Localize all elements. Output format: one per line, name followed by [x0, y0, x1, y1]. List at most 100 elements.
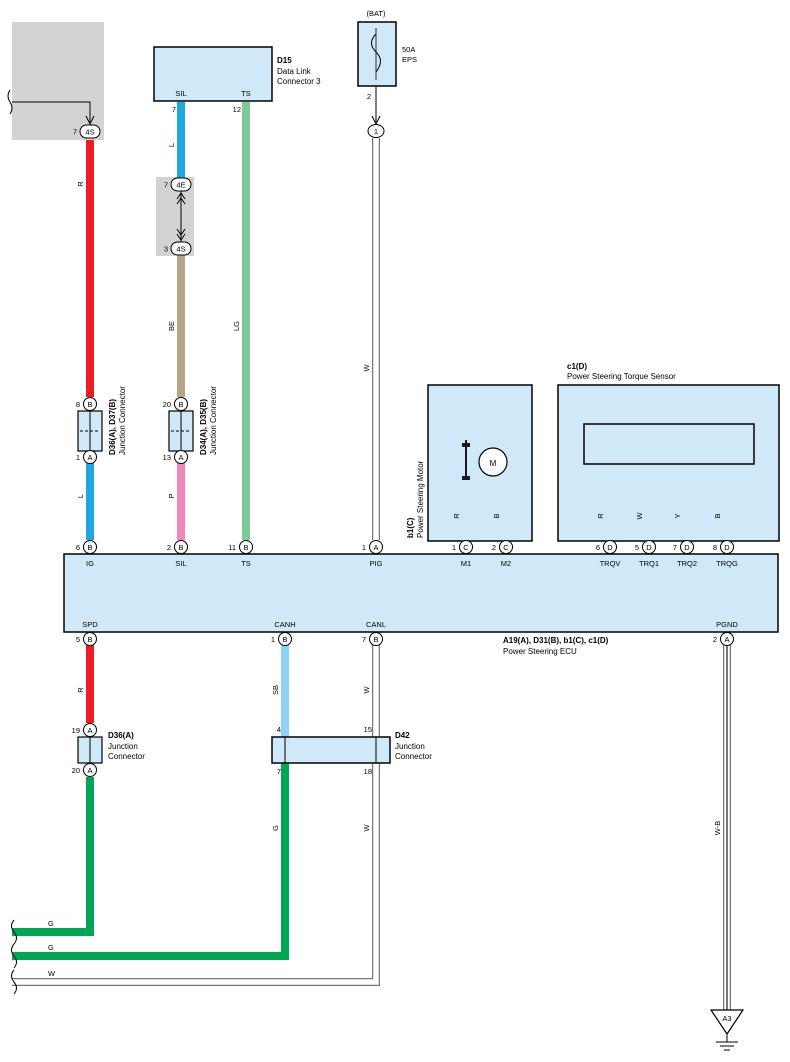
svg-text:3: 3	[164, 245, 168, 254]
svg-text:D: D	[646, 543, 652, 552]
svg-text:B: B	[87, 400, 92, 409]
svg-text:7: 7	[164, 181, 168, 190]
svg-text:A: A	[87, 766, 92, 775]
ecu-pin-name-top-3: PIG	[370, 559, 383, 568]
svg-text:5: 5	[635, 543, 639, 552]
ecu-box	[63, 553, 779, 633]
svg-text:1: 1	[362, 543, 366, 552]
jc-d42: 4 15 7 18 D42 Junction Connector	[271, 725, 432, 776]
svg-text:D: D	[607, 543, 613, 552]
svg-text:D34(A), D35(B): D34(A), D35(B)	[199, 399, 208, 455]
svg-text:A: A	[87, 726, 92, 735]
torque-sensor-name: Power Steering Torque Sensor	[567, 372, 676, 381]
svg-text:7: 7	[73, 128, 77, 137]
label-b-m2: B	[492, 513, 501, 518]
label-l-ig: L	[76, 494, 85, 498]
d15-pin-ts: TS	[241, 89, 251, 98]
ecu-pin-name-top-6: TRQV	[600, 559, 621, 568]
ecu-pin-name-top-0: IG	[86, 559, 94, 568]
fuse-rating: 50A	[402, 45, 415, 54]
svg-text:4: 4	[277, 725, 281, 734]
svg-text:7: 7	[277, 767, 281, 776]
svg-text:6: 6	[76, 543, 80, 552]
motor-name: Power Steering Motor	[416, 460, 425, 538]
ecu-pin-name-bottom-1: CANH	[274, 620, 295, 629]
d15-pin-sil: SIL	[175, 89, 186, 98]
d15-name-line1: Data Link	[277, 67, 312, 76]
svg-text:20: 20	[163, 400, 171, 409]
wire-break-g1	[11, 919, 17, 945]
svg-text:Connector: Connector	[395, 752, 432, 761]
svg-text:5: 5	[76, 635, 80, 644]
label-r-spd: R	[76, 687, 85, 693]
ecu-pin-name-bottom-0: SPD	[82, 620, 98, 629]
connector-4s-mid: 4S 3	[164, 241, 192, 256]
label-g-out2: G	[48, 943, 54, 952]
svg-text:D36(A), D37(B): D36(A), D37(B)	[108, 399, 117, 455]
connector-4e-4s-link	[176, 191, 186, 242]
motor-id: b1(C)	[406, 517, 415, 538]
label-lg-ts: LG	[232, 321, 241, 331]
motor-m-symbol	[462, 443, 470, 480]
svg-text:B: B	[243, 543, 248, 552]
ecu-pin-name-top-7: TRQ1	[639, 559, 659, 568]
label-w-canl-upper: W	[362, 686, 371, 694]
svg-text:1: 1	[374, 127, 378, 136]
label-r-ig: R	[76, 181, 85, 187]
jc-d36a: A 19 A 20 D36(A) Junction Connector	[72, 723, 145, 777]
jc-d36-d37: B 8 A 1 D36(A), D37(B) Junction Connecto…	[76, 386, 127, 464]
svg-text:Connector: Connector	[108, 752, 145, 761]
svg-text:C: C	[463, 543, 469, 552]
svg-text:7: 7	[673, 543, 677, 552]
svg-text:Junction: Junction	[108, 742, 138, 751]
label-g-d42: G	[271, 825, 280, 831]
wire-break-top-left	[7, 89, 13, 115]
ground-symbol: A3	[709, 1009, 745, 1051]
wire-g-out2	[12, 763, 289, 960]
label-y-trq2: Y	[673, 513, 682, 518]
torque-sensor-element	[583, 423, 755, 465]
bat-label: (BAT)	[366, 9, 386, 18]
svg-text:20: 20	[72, 766, 80, 775]
jc-d34-d35: B 20 A 13 D34(A), D35(B) Junction Connec…	[163, 386, 218, 464]
svg-text:B: B	[282, 635, 287, 644]
fuse-box	[357, 21, 397, 87]
svg-text:Junction Connector: Junction Connector	[209, 386, 218, 455]
svg-text:13: 13	[163, 453, 171, 462]
d15-connector-box	[153, 46, 273, 102]
label-w-pig: W	[362, 364, 371, 372]
ecu-pin-name-top-4: M1	[461, 559, 471, 568]
svg-text:18: 18	[364, 767, 372, 776]
svg-text:D: D	[724, 543, 730, 552]
svg-text:B: B	[87, 543, 92, 552]
svg-text:A: A	[373, 543, 378, 552]
svg-text:7: 7	[362, 635, 366, 644]
label-r-m1: R	[452, 513, 461, 519]
svg-text:15: 15	[364, 725, 372, 734]
svg-text:D42: D42	[395, 731, 410, 740]
svg-text:B: B	[178, 400, 183, 409]
svg-text:C: C	[503, 543, 509, 552]
torque-sensor-id: c1(D)	[567, 362, 587, 371]
wire-break-g2	[11, 943, 17, 969]
svg-text:D36(A): D36(A)	[108, 731, 134, 740]
fuse-pin-no: 2	[367, 92, 371, 101]
svg-text:4S: 4S	[85, 128, 94, 137]
svg-text:2: 2	[492, 543, 496, 552]
label-w-trq1: W	[635, 512, 644, 520]
svg-text:B: B	[87, 635, 92, 644]
ecu-pin-name-top-5: M2	[501, 559, 511, 568]
fuse-name: EPS	[402, 55, 417, 64]
arrow-down-4s-top	[85, 115, 95, 126]
label-r-trqv: R	[596, 513, 605, 519]
d15-pin-sil-no: 7	[172, 105, 176, 114]
label-sb-canh: SB	[271, 685, 280, 695]
svg-text:8: 8	[713, 543, 717, 552]
